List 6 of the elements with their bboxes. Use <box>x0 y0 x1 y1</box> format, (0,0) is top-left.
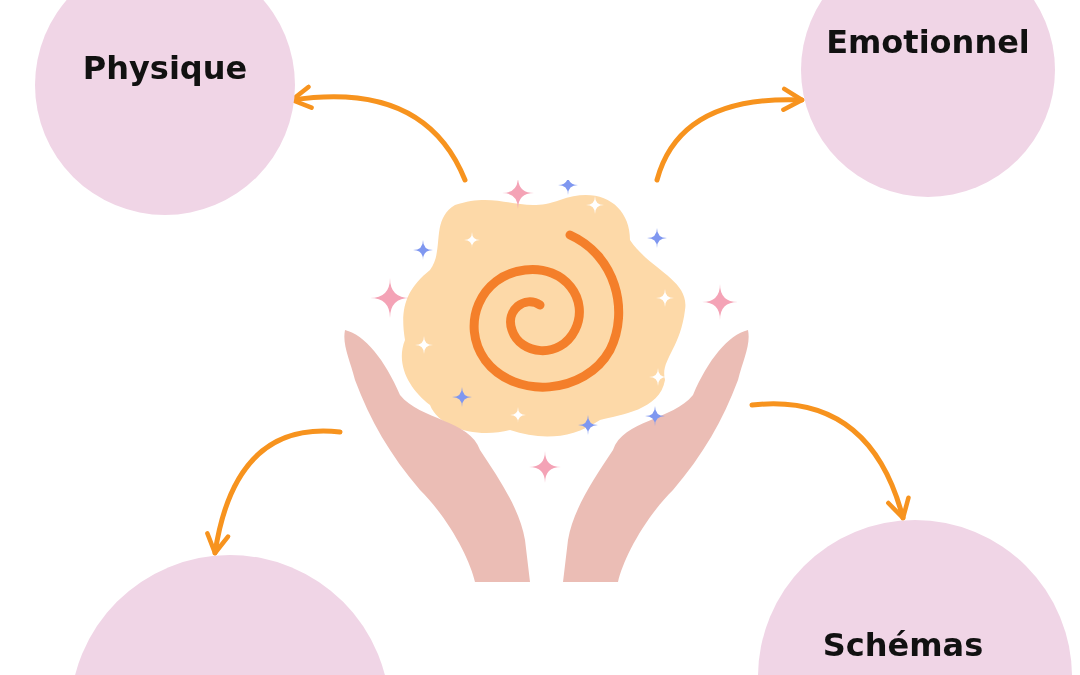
curved-arrow <box>654 87 805 183</box>
curved-arrow <box>749 401 910 521</box>
node-title: Emotionnel <box>826 23 1030 61</box>
node-title: Physique <box>82 49 248 87</box>
curved-arrow <box>205 428 343 556</box>
node-title: Schémas <box>822 626 984 664</box>
